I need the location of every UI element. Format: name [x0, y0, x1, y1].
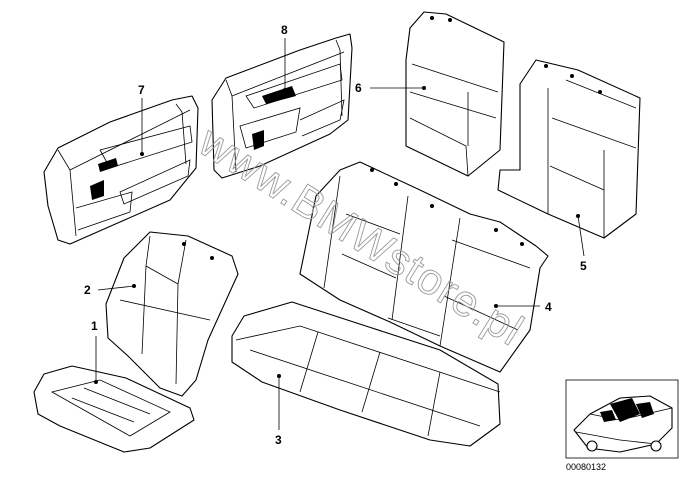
rear-backrest-split[interactable]	[497, 59, 641, 239]
rear-backrest-full[interactable]	[299, 161, 549, 373]
callout-5[interactable]: 5	[580, 259, 587, 273]
callout-2[interactable]: 2	[84, 283, 91, 297]
reference-code: 00080132	[566, 462, 606, 472]
leader-lines	[94, 38, 585, 430]
callout-6[interactable]: 6	[355, 81, 362, 95]
callout-8[interactable]: 8	[281, 23, 288, 37]
callout-7[interactable]: 7	[138, 83, 145, 97]
front-door-trim-panel[interactable]	[43, 95, 199, 245]
callout-3[interactable]: 3	[275, 433, 282, 447]
front-seat-cushion[interactable]	[33, 365, 195, 453]
callout-1[interactable]: 1	[91, 319, 98, 333]
vehicle-locator-thumbnail	[565, 379, 679, 459]
rear-seat-cushion[interactable]	[231, 301, 501, 447]
rear-door-trim-panel[interactable]	[211, 33, 353, 179]
rear-backrest-single[interactable]	[405, 11, 505, 177]
front-seat-backrest[interactable]	[105, 231, 239, 397]
callout-4[interactable]: 4	[545, 300, 552, 314]
